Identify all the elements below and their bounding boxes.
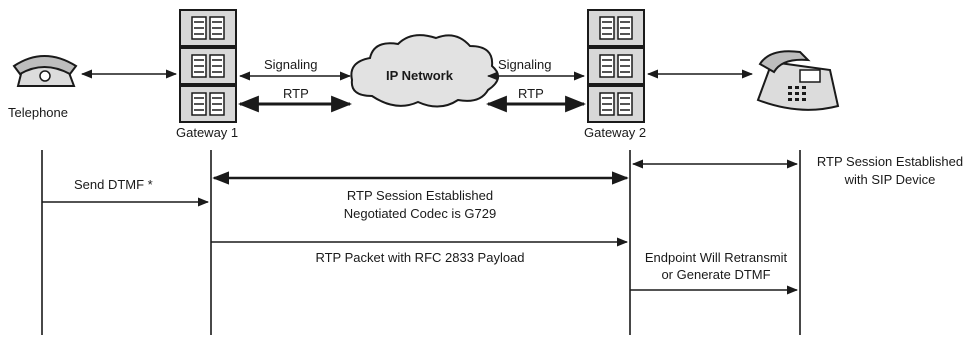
- rtp-packet-label: RTP Packet with RFC 2833 Payload: [315, 250, 524, 265]
- sip-session-label-2: with SIP Device: [844, 172, 936, 187]
- rtp-right-label: RTP: [518, 86, 544, 101]
- endpoint-label-1: Endpoint Will Retransmit: [645, 250, 788, 265]
- signaling-left-label: Signaling: [264, 57, 318, 72]
- sip-session-label-1: RTP Session Established: [817, 154, 963, 169]
- rtp-session-label-1: RTP Session Established: [347, 188, 493, 203]
- telephone-icon: [12, 55, 78, 87]
- sip-phone-icon: [756, 50, 840, 111]
- rtp-session-label-2: Negotiated Codec is G729: [344, 206, 496, 221]
- telephone-label: Telephone: [8, 105, 68, 120]
- cloud-icon: [350, 34, 499, 108]
- gateway-1-server-icon: [179, 9, 237, 123]
- send-dtmf-label: Send DTMF *: [74, 177, 153, 192]
- signaling-right-label: Signaling: [498, 57, 552, 72]
- rtp-left-label: RTP: [283, 86, 309, 101]
- gateway-2-server-icon: [587, 9, 645, 123]
- gateway-2-label: Gateway 2: [584, 125, 646, 140]
- ip-network-label: IP Network: [386, 68, 454, 83]
- endpoint-label-2: or Generate DTMF: [661, 267, 770, 282]
- gateway-1-label: Gateway 1: [176, 125, 238, 140]
